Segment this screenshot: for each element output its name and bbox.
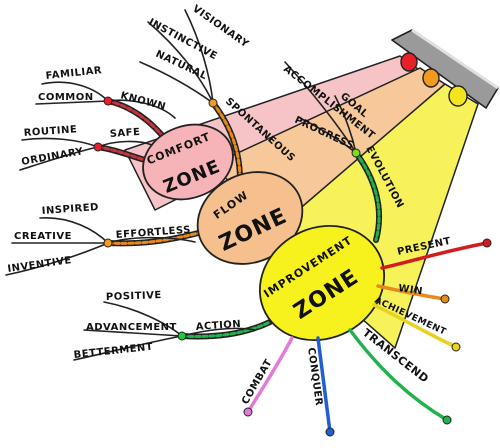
- inventive-label: INVENTIVE: [7, 255, 73, 275]
- inspired-label: INSPIRED: [41, 202, 99, 217]
- improvement-zone-bubble: [258, 224, 386, 342]
- familiar-label: FAMILIAR: [45, 65, 102, 82]
- ordinary-label: ORDINARY: [21, 146, 85, 168]
- win-node: [440, 294, 450, 304]
- action-node: [177, 331, 187, 341]
- routine-label: ROUTINE: [23, 124, 77, 139]
- conquer-node: [325, 427, 335, 437]
- flow-zone-bubble: [196, 171, 304, 265]
- betterment-label: BETTERMENT: [73, 342, 154, 361]
- comfort-zone-bubble: [142, 123, 234, 201]
- effortless-node: [103, 238, 113, 248]
- goal-node: [351, 148, 361, 158]
- red-light-bulb: [400, 52, 418, 72]
- combat-node: [243, 407, 253, 417]
- action-label: ACTION: [195, 319, 241, 333]
- known-node: [103, 96, 113, 106]
- orange-light-bulb: [422, 68, 440, 88]
- win-label: WIN: [398, 283, 424, 297]
- safe-label: SAFE: [109, 127, 140, 140]
- conquer-branch: [316, 336, 332, 434]
- advancement-label: ADVANCEMENT: [86, 322, 177, 333]
- lamp-fixture-icon: [391, 28, 499, 109]
- safe-node: [93, 142, 103, 152]
- achievement-branch: [372, 303, 458, 349]
- effortless-label: EFFORTLESS: [115, 225, 191, 241]
- transcend-node: [442, 415, 452, 425]
- present-branch: [380, 241, 489, 270]
- achievement-node: [451, 342, 461, 352]
- present-node: [482, 238, 492, 248]
- spontaneous-node: [208, 98, 218, 108]
- positive-label: POSITIVE: [106, 290, 162, 303]
- combat-branch: [246, 336, 294, 414]
- win-branch: [376, 284, 447, 301]
- common-label: COMMON: [38, 92, 94, 103]
- creative-label: CREATIVE: [14, 231, 72, 242]
- yellow-light-bulb: [448, 85, 468, 107]
- transcend-branch: [348, 328, 449, 422]
